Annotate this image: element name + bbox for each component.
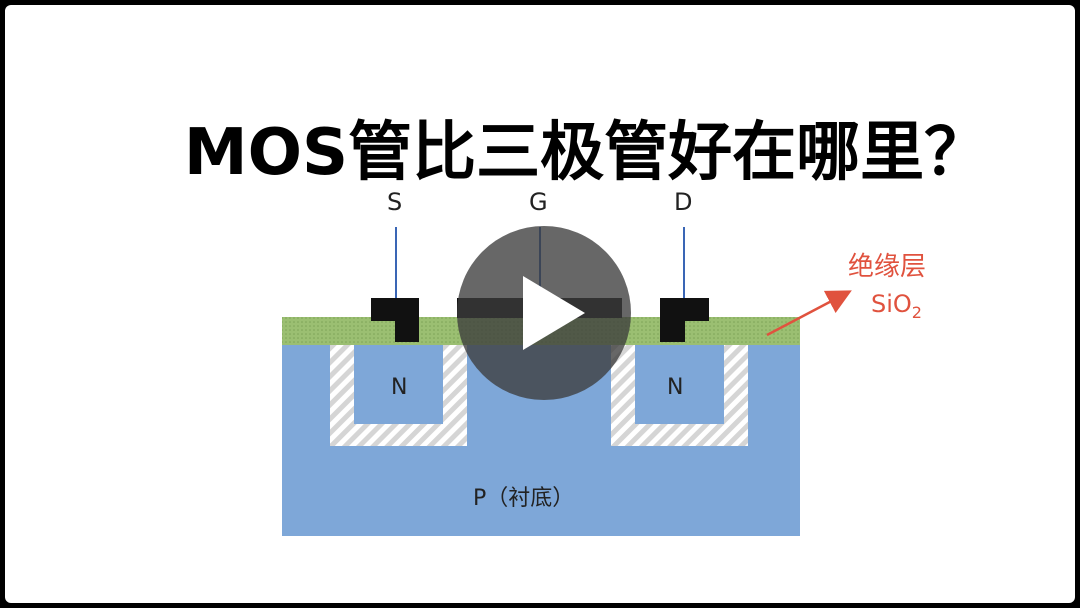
drain-contact xyxy=(660,298,709,342)
source-contact xyxy=(371,298,419,342)
source-label: S xyxy=(387,188,403,216)
substrate-label: P（衬底） xyxy=(473,486,575,511)
n-region-left xyxy=(354,345,443,424)
insulator-label: 绝缘层 xyxy=(848,252,927,282)
n-right-label: N xyxy=(667,375,684,400)
sio2-formula: SiO xyxy=(871,290,912,318)
page-title: MOS管比三极管好在哪里？ xyxy=(183,116,989,190)
sio2-subscript: 2 xyxy=(911,302,922,322)
n-region-right xyxy=(635,345,724,424)
play-button[interactable] xyxy=(457,226,631,400)
insulator-arrow xyxy=(766,290,852,337)
sio2-label: SiO2 xyxy=(871,290,922,322)
play-icon xyxy=(523,276,585,350)
video-frame: MOS管比三极管好在哪里？ S G D N N P（衬底） 绝缘层 SiO2 xyxy=(5,5,1075,603)
drain-label: D xyxy=(674,188,693,216)
gate-label: G xyxy=(529,188,548,216)
n-left-label: N xyxy=(391,375,408,400)
